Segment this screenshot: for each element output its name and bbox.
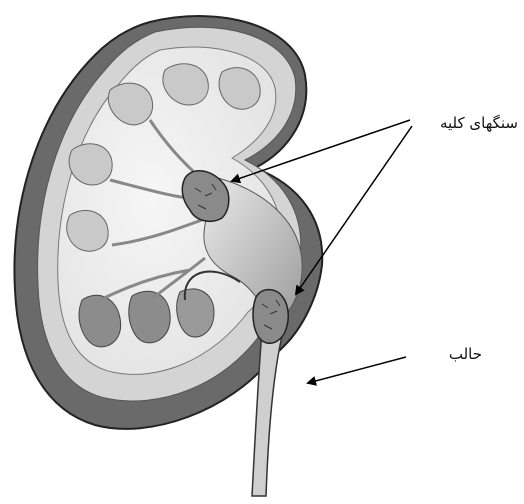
kidney-stone-lower (253, 290, 288, 344)
label-ureter: حالب (449, 345, 482, 363)
arrow-to-stone-lower (296, 126, 412, 294)
arrow-to-ureter (308, 357, 406, 383)
label-kidney-stones: سنگهای کلیه (440, 114, 518, 132)
renal-pyramid (177, 289, 214, 337)
